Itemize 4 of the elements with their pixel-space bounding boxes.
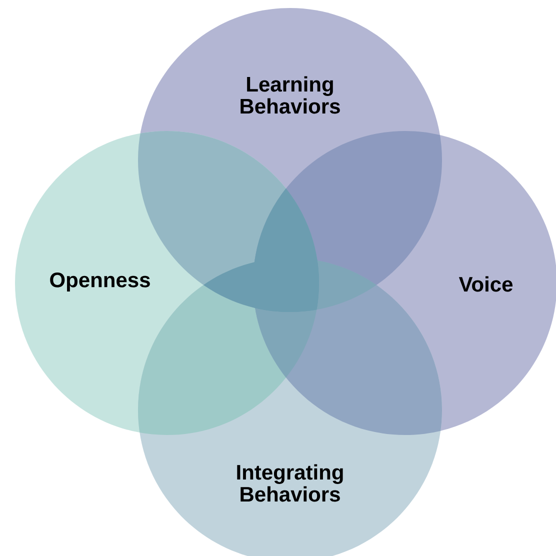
circle-label: Integrating Behaviors (237, 464, 343, 502)
circle-label: Learning Behaviors (240, 76, 340, 114)
circle-label: Voice (458, 276, 513, 292)
circle-label: Openness (50, 272, 150, 292)
